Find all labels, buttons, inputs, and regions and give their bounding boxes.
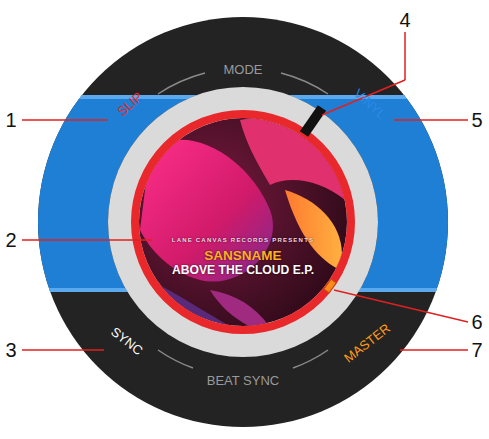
grey-ring <box>108 87 378 357</box>
jog-display-disc: LANE CANVAS RECORDS PRESENTS SANSNAMEABOV… <box>137 116 349 328</box>
label-presents: LANE CANVAS RECORDS PRESENTS <box>137 237 349 243</box>
callout-number: 2 <box>5 230 16 250</box>
blue-band <box>30 95 460 292</box>
callout-number: 6 <box>471 312 482 332</box>
release-title: ABOVE THE CLOUD E.P. <box>137 264 349 276</box>
red-ring <box>135 114 351 330</box>
leader-lines <box>22 32 468 350</box>
position-indicator <box>304 108 322 134</box>
callout-number: 3 <box>5 340 16 360</box>
callout-number: 7 <box>471 340 482 360</box>
callout-number: 1 <box>5 110 16 130</box>
album-artwork <box>130 110 360 340</box>
callout-number: 4 <box>399 10 410 30</box>
artist-name: SANSNAME <box>137 249 349 263</box>
beat-sync-label: BEAT SYNC <box>207 374 279 387</box>
callout-number: 5 <box>471 110 482 130</box>
mode-label: MODE <box>224 63 263 76</box>
